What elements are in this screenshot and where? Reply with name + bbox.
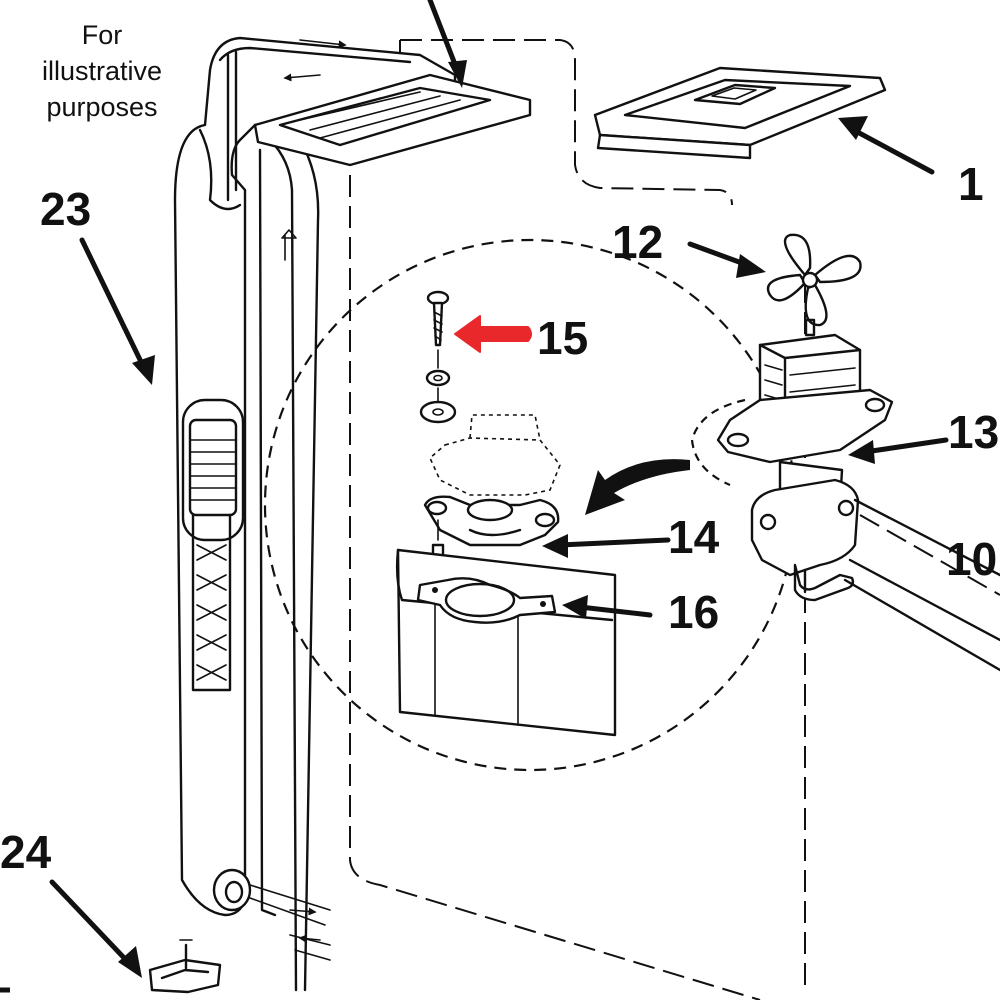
callout-numbers: 1 10 12 13 14 15 16 23 24: [0, 158, 999, 878]
highlight-arrow: [454, 315, 532, 353]
callout-arrows: [49, 0, 949, 978]
callout-24: 24: [0, 826, 52, 878]
motor-mount-ghost: [429, 414, 561, 496]
transfer-arrow: [585, 459, 690, 515]
fan-motor: [716, 333, 894, 602]
note-line-1: For: [82, 20, 123, 50]
fan-blade: [766, 233, 862, 337]
drain-tube-assembly: [173, 36, 457, 992]
wiring-harness: [843, 498, 1000, 672]
callout-1: 1: [958, 158, 984, 210]
screw: [419, 290, 457, 424]
note-line-2: illustrative: [42, 56, 162, 86]
tube-clip: [148, 939, 222, 994]
drain-pan-cover: [593, 66, 887, 160]
note-line-3: purposes: [46, 92, 157, 122]
callout-23: 23: [40, 183, 91, 235]
callout-13: 13: [948, 406, 999, 458]
illustrative-note: For illustrative purposes: [42, 20, 162, 122]
callout-12: 12: [612, 216, 663, 268]
evaporator-pan: [253, 39, 532, 167]
motor-bracket: [423, 495, 560, 547]
callout-10: 10: [946, 533, 997, 585]
cabinet-outline: [349, 39, 806, 1000]
callout-15: 15: [537, 312, 588, 364]
callout-14: 14: [668, 511, 720, 563]
drain-pan: [395, 548, 617, 737]
callout-16: 16: [668, 586, 719, 638]
